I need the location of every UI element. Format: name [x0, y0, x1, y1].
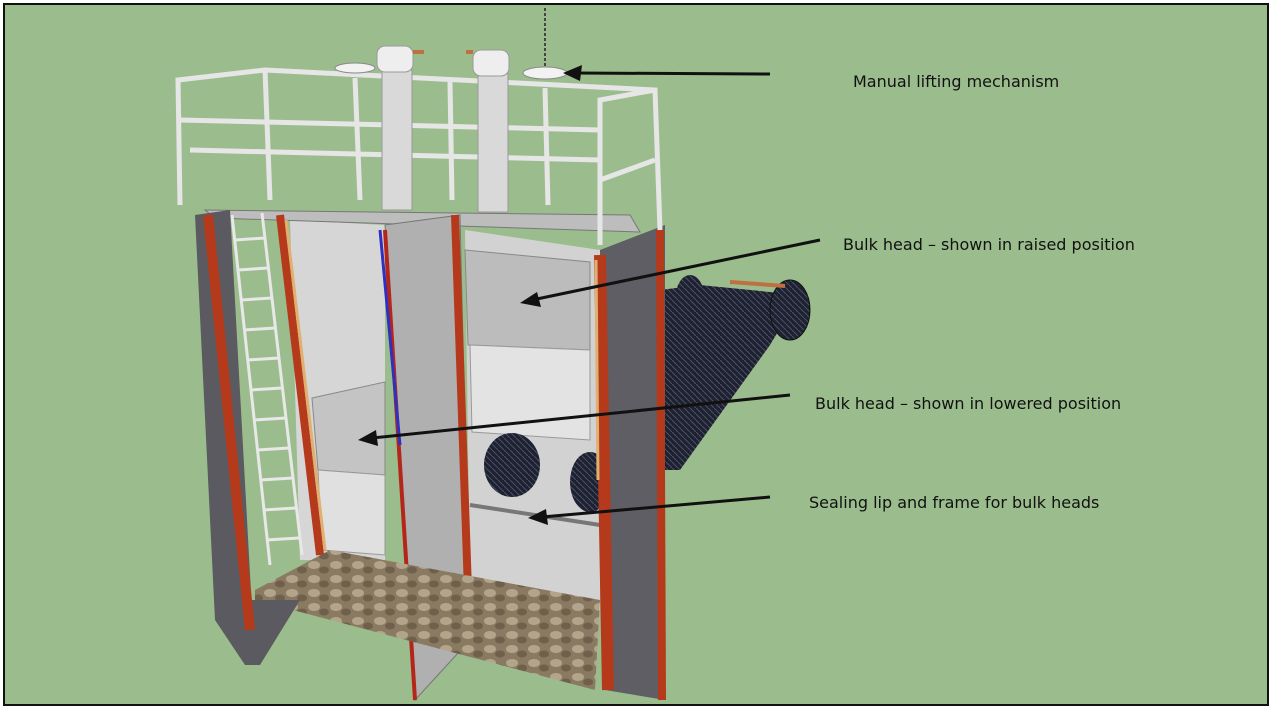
callout-arrows [358, 65, 821, 525]
ladder [230, 212, 304, 566]
outlet-pipes [660, 275, 811, 470]
label-sealing-lip: Sealing lip and frame for bulk heads [809, 493, 1100, 512]
pipe-opening [484, 433, 540, 497]
label-lowered-bulkhead: Bulk head – shown in lowered position [815, 394, 1122, 413]
lowered-bulkhead [311, 381, 386, 476]
label-raised-bulkhead: Bulk head – shown in raised position [843, 235, 1135, 254]
gravel-bed [255, 550, 600, 690]
label-manual-lifting: Manual lifting mechanism [853, 72, 1060, 91]
right-wall [600, 225, 665, 700]
lifting-mechanism [334, 45, 568, 213]
